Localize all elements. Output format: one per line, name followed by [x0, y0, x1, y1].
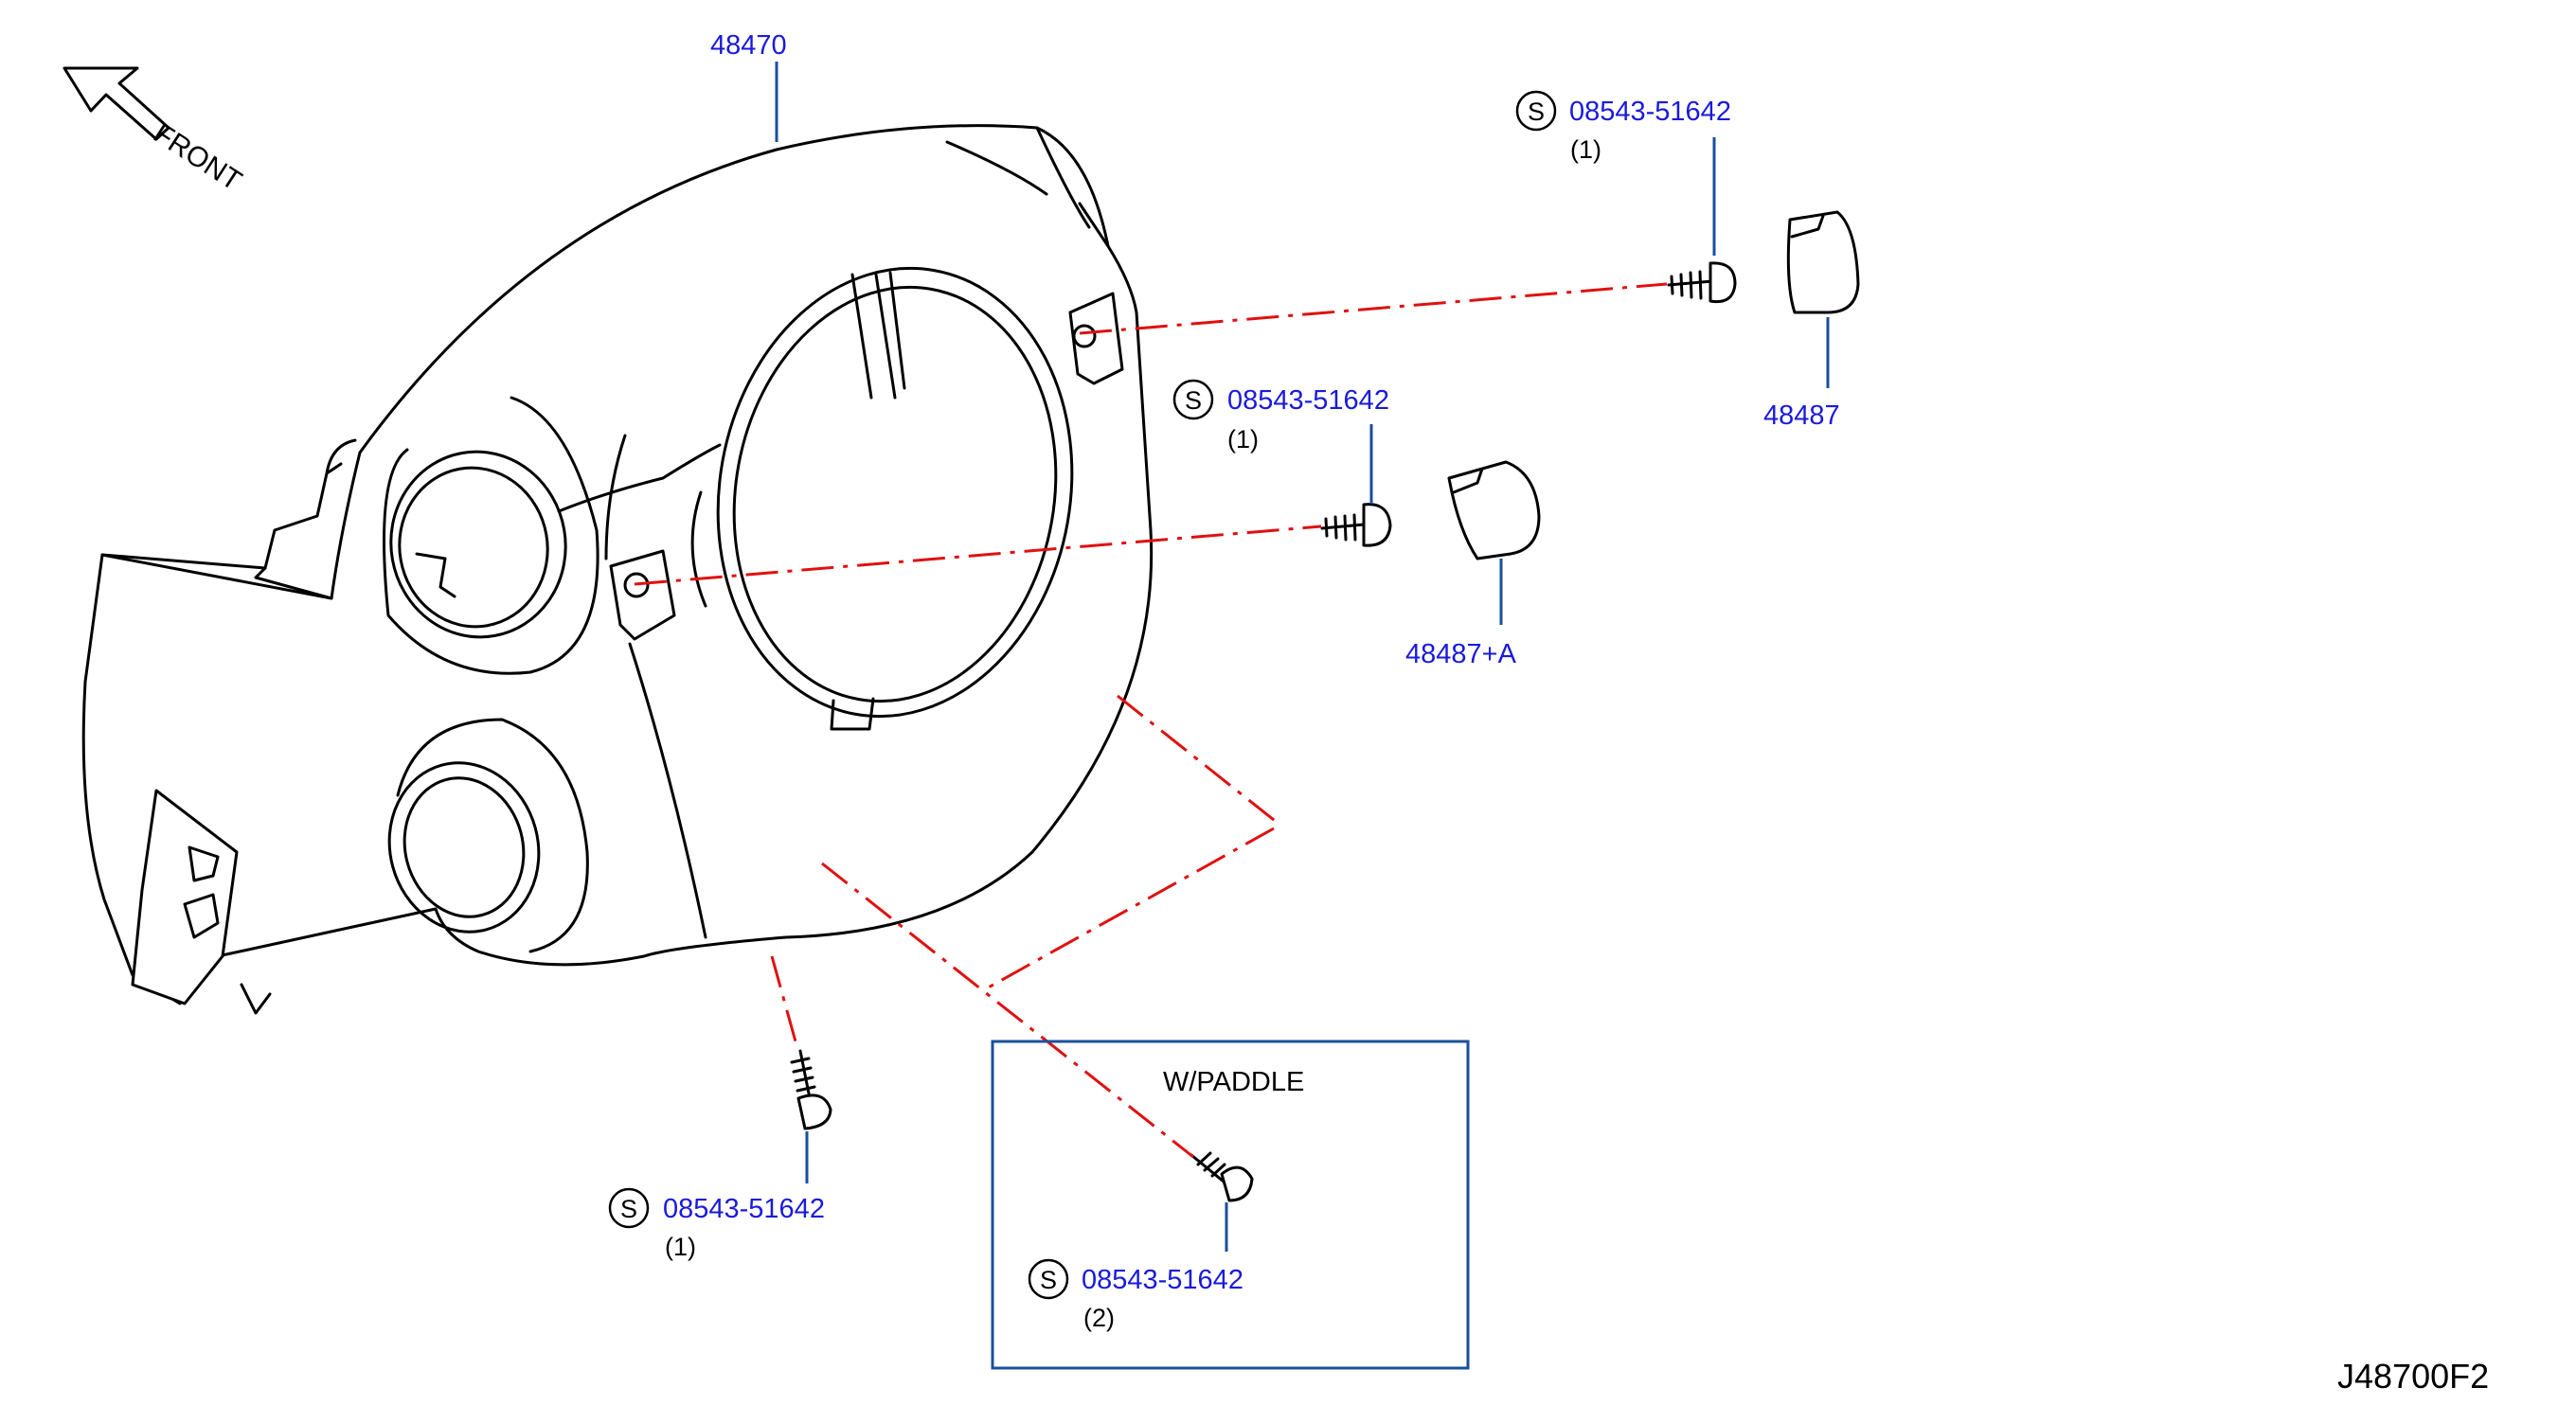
s-symbol-letter: S — [620, 1195, 637, 1223]
cap-48487-a[interactable] — [1447, 460, 1541, 560]
cluster-lid-48470[interactable] — [81, 124, 1154, 1015]
paddle-box-title: W/PADDLE — [1163, 1067, 1304, 1097]
screw-callout-3: S 08543-51642 (1) — [608, 1187, 825, 1261]
figure-code: J48700F2 — [2337, 1357, 2489, 1396]
screw-part-number-2[interactable]: 08543-51642 — [1227, 385, 1389, 416]
s-symbol-icon — [1172, 379, 1214, 420]
leader-lines — [775, 62, 1830, 1252]
alignment-lines — [634, 282, 1668, 1159]
screw-qty-3: (1) — [665, 1233, 696, 1261]
screw-middle[interactable] — [1320, 503, 1392, 547]
s-symbol-icon — [1028, 1258, 1069, 1300]
screw-upper-right[interactable] — [1667, 261, 1737, 304]
screw-qty-4: (2) — [1083, 1304, 1115, 1332]
screw-part-number-1[interactable]: 08543-51642 — [1569, 97, 1731, 127]
screw-lower-left[interactable] — [790, 1049, 832, 1130]
screw-qty-2: (1) — [1227, 425, 1259, 454]
s-symbol-letter: S — [1528, 98, 1545, 126]
s-symbol-icon — [1515, 90, 1557, 132]
paddle-option-box — [991, 1040, 1470, 1370]
screw-part-number-4[interactable]: 08543-51642 — [1082, 1265, 1243, 1295]
cap-part-number-48487-a[interactable]: 48487+A — [1405, 639, 1517, 669]
screw-callout-2: S 08543-51642 (1) — [1172, 379, 1389, 454]
screw-callout-4: S 08543-51642 (2) — [1028, 1258, 1243, 1332]
part-number-48470[interactable]: 48470 — [710, 30, 787, 61]
screw-callout-1: S 08543-51642 (1) — [1515, 90, 1731, 164]
s-symbol-letter: S — [1040, 1266, 1057, 1294]
s-symbol-letter: S — [1185, 386, 1202, 415]
front-arrow-icon — [63, 66, 170, 141]
front-label: FRONT — [148, 117, 247, 197]
screw-paddle[interactable] — [1190, 1151, 1254, 1202]
cap-part-number-48487[interactable]: 48487 — [1763, 400, 1840, 431]
screw-qty-1: (1) — [1570, 135, 1601, 164]
screw-part-number-3[interactable]: 08543-51642 — [663, 1194, 825, 1224]
s-symbol-icon — [608, 1187, 650, 1229]
cap-48487[interactable] — [1786, 210, 1860, 314]
